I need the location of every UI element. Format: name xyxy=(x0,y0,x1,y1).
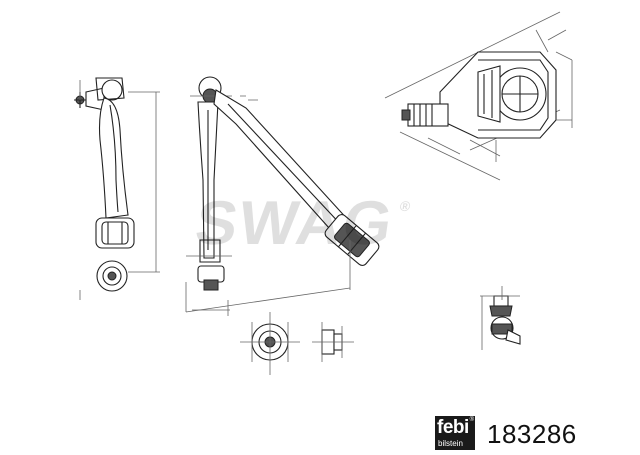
logo-registered-mark: ® xyxy=(469,417,474,423)
bushing-end-view xyxy=(240,312,300,375)
part-number: 183286 xyxy=(487,419,577,449)
arm-top-view xyxy=(185,76,380,316)
febi-bilstein-logo: febi bilstein ® xyxy=(435,416,475,450)
bushing-side-view xyxy=(312,322,354,362)
logo-subtext: bilstein xyxy=(438,439,463,448)
ball-joint-detail xyxy=(480,286,521,350)
ball-joint-section xyxy=(384,11,573,181)
logo-word: febi xyxy=(437,417,469,438)
arm-side-view xyxy=(74,77,160,300)
